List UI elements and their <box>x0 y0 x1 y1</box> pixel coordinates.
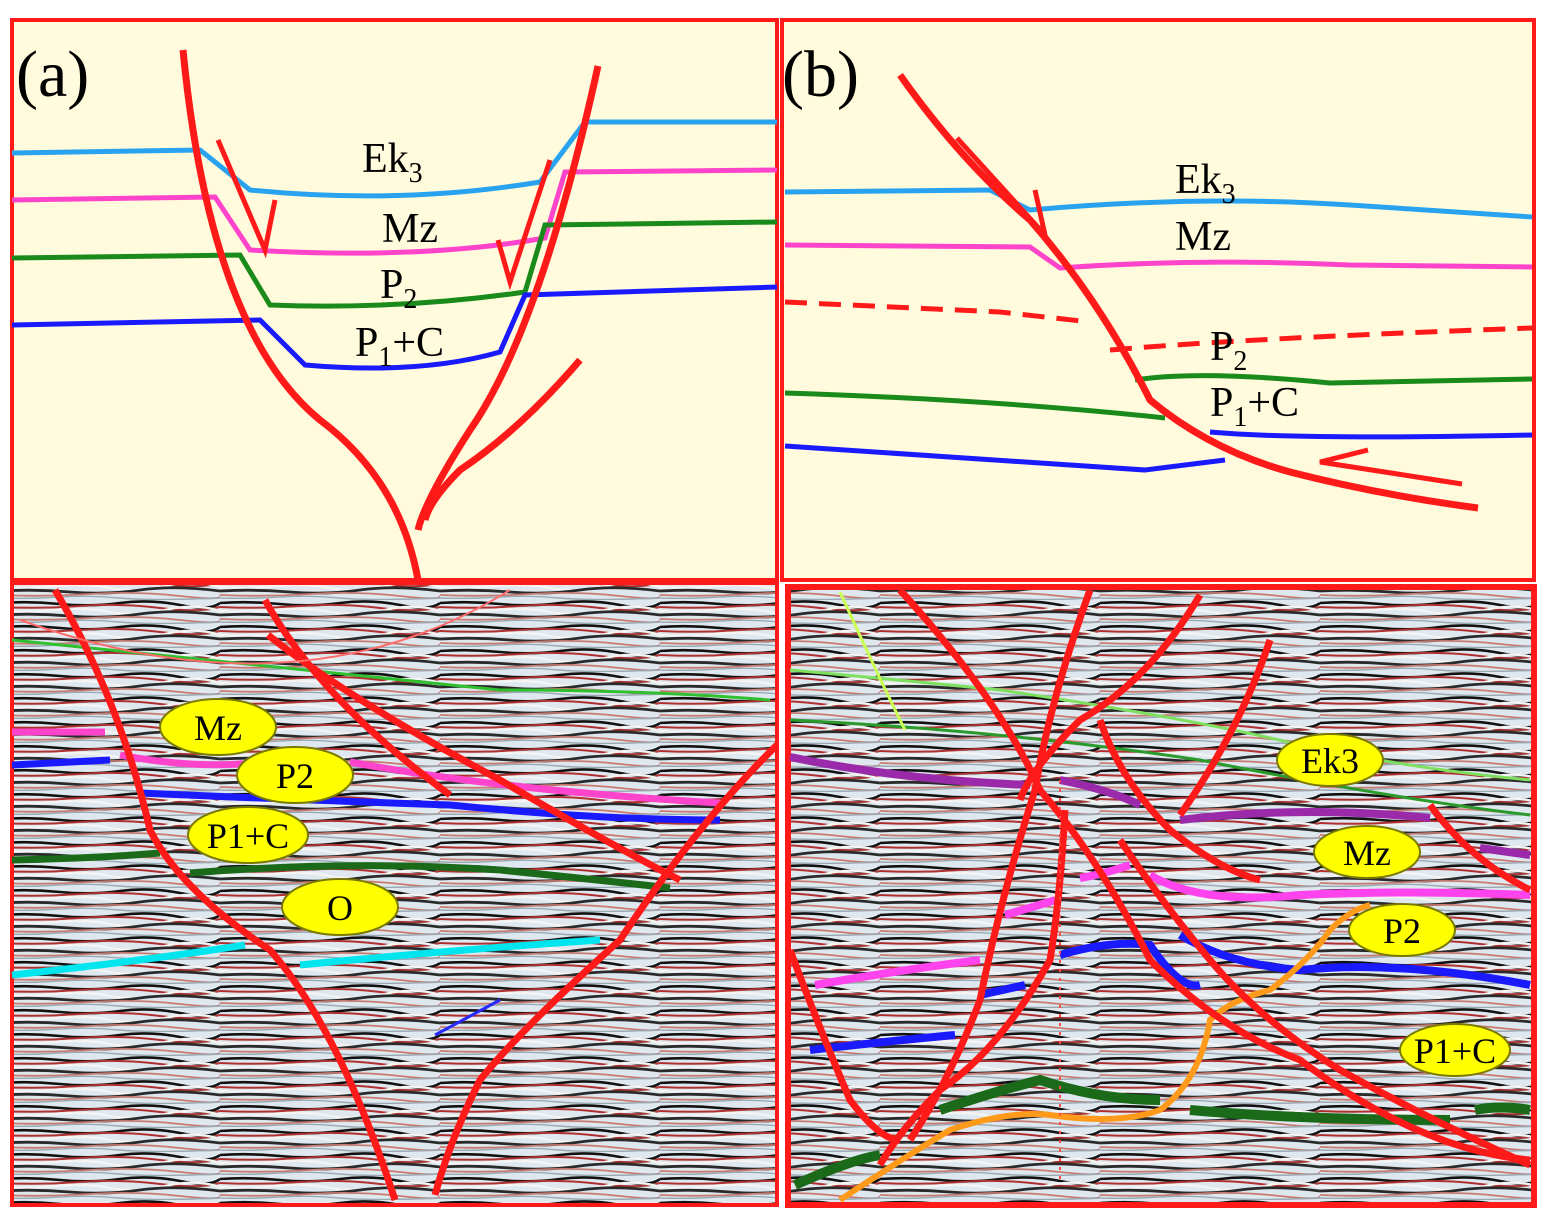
seismic-b-fault-1 <box>897 587 1531 1164</box>
badge-a-p2: P2 <box>236 746 354 804</box>
seismic-b-fault-9 <box>1117 838 1532 1169</box>
seismic-b-fault-5 <box>1177 638 1274 818</box>
horizon-p2-b <box>784 373 1533 421</box>
seismic-b-fault-3 <box>1016 593 1204 802</box>
svg-text:Mz: Mz <box>1343 833 1391 873</box>
seismic-a-p2 <box>11 756 721 824</box>
seismic-a-p1c <box>11 849 671 892</box>
fault-a-right <box>414 65 602 531</box>
seismic-b-orange <box>838 902 1371 1203</box>
fault-b-main <box>897 72 1479 512</box>
seismic-b-p1c <box>792 1074 1531 1190</box>
label-b-mz: Mz <box>1175 214 1231 260</box>
fault-a-left <box>179 49 422 581</box>
seismic-b-fault-8 <box>1427 802 1532 894</box>
badge-b-ek3: Ek3 <box>1276 733 1384 787</box>
seismic-a-fault-1 <box>51 588 399 1202</box>
svg-text:P1+C: P1+C <box>207 816 289 856</box>
seismic-a-fault-3 <box>265 632 682 884</box>
seismic-b-green-light <box>789 668 1531 782</box>
label-b-ek3: Ek3 <box>1175 157 1236 210</box>
badge-a-o: O <box>281 878 399 936</box>
badge-b-mz: Mz <box>1313 825 1421 879</box>
sketch-b: (b) Ek3 Mz P2 P1+C <box>780 18 1536 582</box>
label-a-ek3: Ek3 <box>362 136 423 189</box>
panel-b-label: (b) <box>782 38 859 111</box>
horizon-dashed-b <box>784 299 1533 353</box>
label-a-p1c: P1+C <box>355 320 444 373</box>
seismic-b-green-dark <box>789 718 1531 817</box>
sketch-a-background <box>10 18 779 582</box>
arrow-b-lower <box>1319 447 1463 487</box>
horizon-p1c-a <box>11 284 778 371</box>
seismic-b-fault-7 <box>786 948 901 1144</box>
label-a-p2: P2 <box>380 262 417 315</box>
svg-text:P1+C: P1+C <box>1414 1031 1496 1071</box>
seismic-b: Ek3 Mz P2 P1+C <box>785 584 1537 1208</box>
seismic-b-p2 <box>809 931 1531 1054</box>
arrow-b-upper <box>955 136 1050 244</box>
svg-text:P2: P2 <box>276 756 314 796</box>
seismic-a-fault-4 <box>431 742 780 1196</box>
horizon-p1c-b <box>784 429 1533 473</box>
svg-text:Ek3: Ek3 <box>1301 741 1359 781</box>
horizon-mz-b <box>784 242 1533 271</box>
seismic-b-yellow-green <box>838 591 907 731</box>
badge-b-p1c: P1+C <box>1399 1023 1511 1077</box>
label-b-p2: P2 <box>1210 324 1247 377</box>
seismic-a-background <box>10 581 779 1207</box>
sketch-a: (a) Ek3 Mz P2 P1+C <box>10 18 779 582</box>
horizon-ek3-a <box>11 119 777 199</box>
sketch-b-background <box>780 18 1536 582</box>
seismic-a-thin-fault <box>19 589 511 665</box>
horizon-p2-a <box>11 219 778 309</box>
horizon-ek3-b <box>784 187 1533 220</box>
label-b-p1c: P1+C <box>1210 380 1299 433</box>
seismic-b-mz-left <box>814 956 981 989</box>
seismic-a-blue-thin <box>434 998 501 1037</box>
label-a-mz: Mz <box>382 206 438 252</box>
seismic-a-fault-2 <box>261 598 453 798</box>
svg-text:P2: P2 <box>1383 911 1421 951</box>
fault-a-branch <box>421 357 583 522</box>
arrow-a-left <box>215 139 278 259</box>
seismic-b-ek3 <box>789 753 1531 859</box>
badge-a-mz: Mz <box>159 698 277 756</box>
arrow-a-right <box>495 159 553 291</box>
svg-text:O: O <box>327 888 353 928</box>
panel-a-label: (a) <box>16 38 89 111</box>
seismic-b-fault-4 <box>1096 718 1261 884</box>
seismic-a: Mz P2 P1+C O <box>10 581 780 1207</box>
horizon-mz-a <box>11 167 778 256</box>
seismic-b-fault-2 <box>907 588 1094 1142</box>
seismic-a-green-upper <box>11 638 771 702</box>
badge-a-p1c: P1+C <box>187 806 309 864</box>
seismic-a-o <box>11 936 601 979</box>
svg-text:Mz: Mz <box>194 708 242 748</box>
badge-b-p2: P2 <box>1348 903 1456 957</box>
